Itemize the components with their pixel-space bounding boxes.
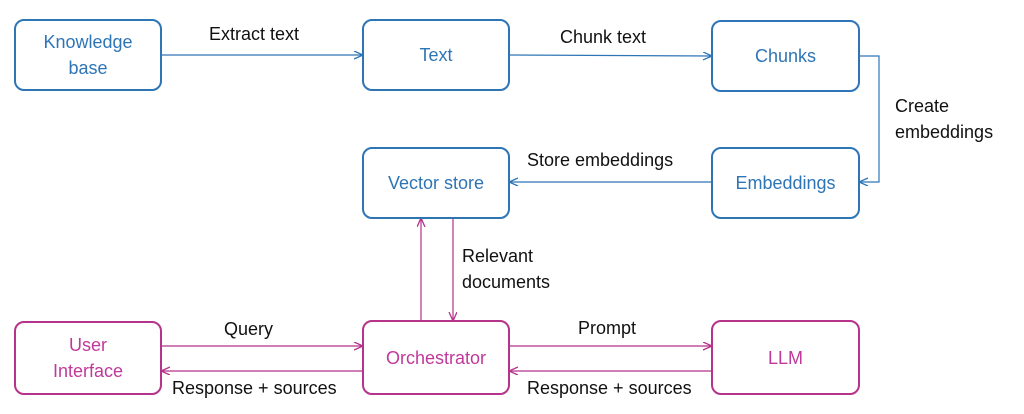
node-user-interface: User Interface [14,321,162,395]
label-relevant-documents: Relevant documents [462,246,551,292]
node-knowledge-base: Knowledge base [14,19,162,91]
node-text: Text [362,19,510,91]
label-extract-text: Extract text [209,24,300,44]
label-response-sources-llm: Response + sources [527,378,692,398]
arrow-chunk-text [509,55,711,56]
node-vector-store: Vector store [362,147,510,219]
label-create-embeddings: Create embeddings [895,96,994,142]
arrow-create-embeddings [860,55,880,182]
node-llm: LLM [711,320,860,395]
node-orchestrator: Orchestrator [362,320,510,395]
node-chunks: Chunks [711,20,860,92]
node-embeddings: Embeddings [711,147,860,219]
label-prompt: Prompt [578,318,637,338]
label-response-sources-ui: Response + sources [172,378,337,398]
label-query: Query [224,319,274,339]
label-store-embeddings: Store embeddings [527,150,674,170]
label-chunk-text: Chunk text [560,27,647,47]
